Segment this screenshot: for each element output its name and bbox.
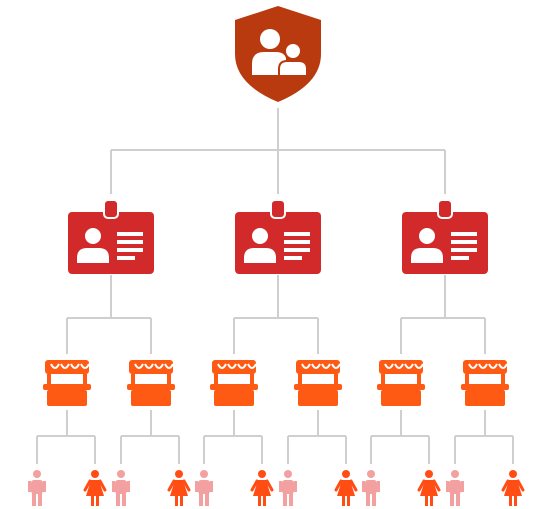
person-male-icon [112,470,130,506]
id-badge-icon [235,199,321,274]
store-icon [43,360,91,406]
id-badge-icon [68,199,154,274]
store-icon [210,360,258,406]
id-badge-icon [402,199,488,274]
store-icon [127,360,175,406]
person-male-icon [362,470,380,506]
person-female-icon [501,470,525,506]
person-female-icon [417,470,441,506]
person-female-icon [167,470,191,506]
person-male-icon [446,470,464,506]
person-male-icon [195,470,213,506]
store-icon [294,360,342,406]
person-female-icon [250,470,274,506]
person-male-icon [279,470,297,506]
person-female-icon [334,470,358,506]
store-icon [461,360,509,406]
person-female-icon [83,470,107,506]
store-icon [377,360,425,406]
person-male-icon [28,470,46,506]
shield-family-icon [235,6,321,102]
